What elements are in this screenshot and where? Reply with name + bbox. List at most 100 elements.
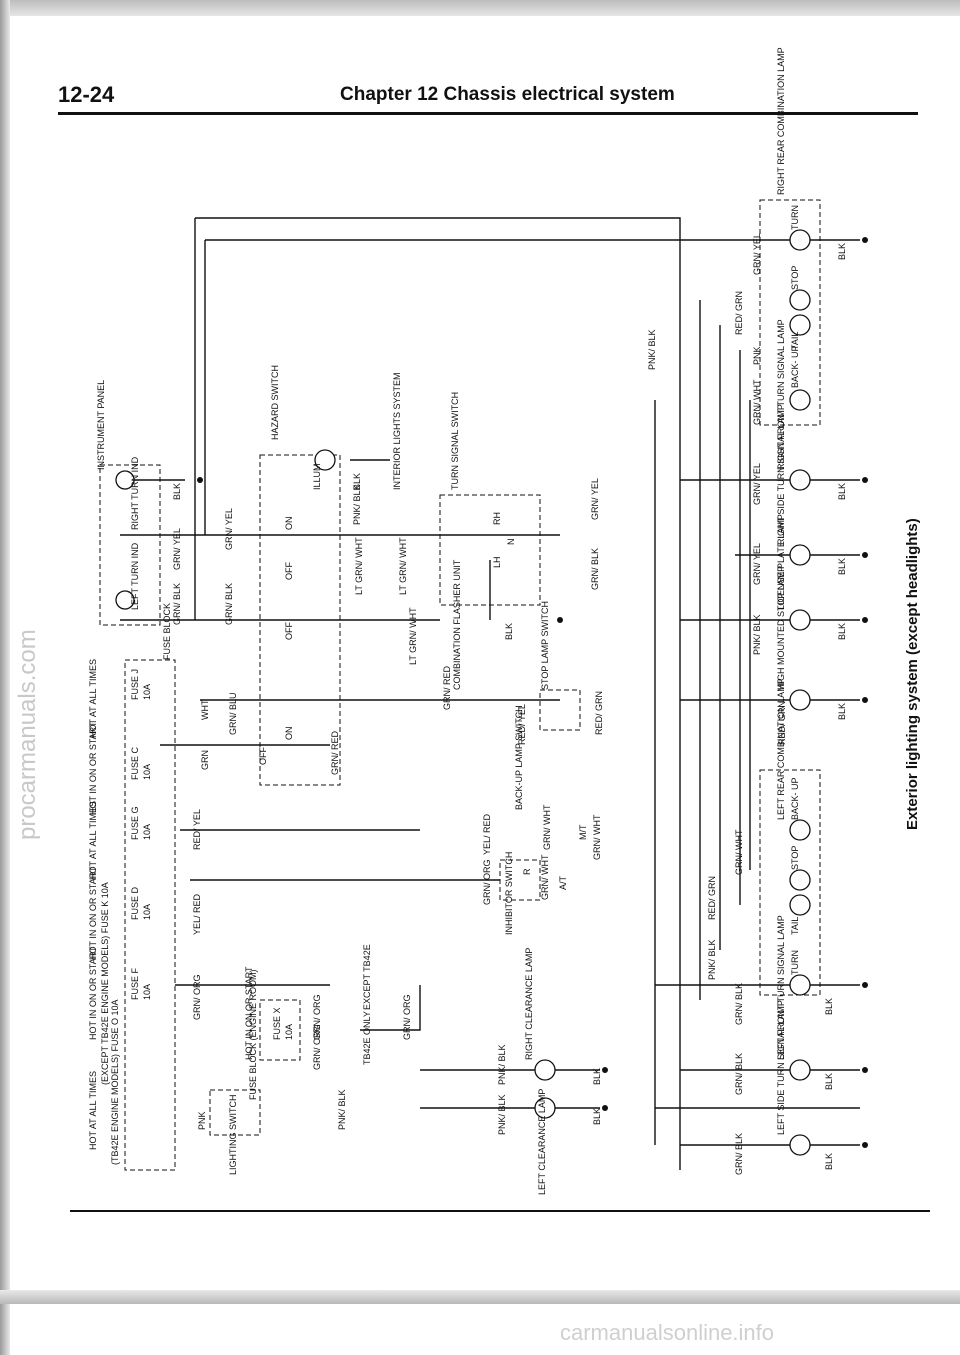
fuse-j-name: FUSE J — [130, 669, 140, 700]
wire-grn-wht-5: GRN/ WHT — [592, 814, 602, 860]
wire-red-grn-1: RED/ GRN — [734, 291, 744, 335]
wire-red-grn-4: RED/ GRN — [594, 691, 604, 735]
wire-blk-2: BLK — [837, 483, 847, 500]
wire-grn-blk-1: GRN/ BLK — [734, 983, 744, 1025]
fuse-f-rating: 10A — [142, 984, 152, 1000]
component-labels: INSTRUMENT PANEL HAZARD SWITCH INTERIOR … — [96, 47, 786, 1195]
fuse-c-name: FUSE C — [130, 746, 140, 780]
fuse-g-hot: HOT AT ALL TIMES — [88, 801, 98, 880]
hazard-on-off: OFF — [284, 562, 294, 580]
fuse-f-name: FUSE F — [130, 967, 140, 1000]
footer-rule — [70, 1210, 930, 1212]
page-number: 12-24 — [58, 82, 115, 107]
stop-lamp-switch-label: STOP LAMP SWITCH — [540, 601, 550, 690]
wire-yel-red-1: YEL/ RED — [482, 813, 492, 855]
wire-blk-6: BLK — [824, 998, 834, 1015]
fuse-labels: HOT AT ALL TIMES FUSE J 10A HOT IN ON OR… — [88, 659, 294, 1165]
wire-blk-12: BLK — [592, 1108, 602, 1125]
wire-pnk-1: PNK — [752, 346, 762, 365]
wire-grn-yel-2: GRN/ YEL — [752, 463, 762, 505]
fuse-c-rating: 10A — [142, 764, 152, 780]
right-stop-label: STOP — [790, 266, 800, 290]
wire-blk-9: BLK — [352, 473, 362, 490]
wire-grn-wht-3: GRN/ WHT — [542, 804, 552, 850]
wire-pnk-2: PNK — [197, 1111, 207, 1130]
fuse-d-name: FUSE D — [130, 886, 140, 920]
wires — [120, 217, 860, 1170]
wire-grn-yel-3: GRN/ YEL — [752, 543, 762, 585]
wire-blk-1: BLK — [837, 243, 847, 260]
wire-pnk-blk-5: PNK/ BLK — [497, 1044, 507, 1085]
lamp-part-labels: TURN STOP TAIL BACK- UP BACK- UP STOP TA… — [790, 205, 800, 975]
wire-blk-13: BLK — [172, 483, 182, 500]
wire-grn-yel-4: GRN/ YEL — [590, 478, 600, 520]
inhibitor-switch-label: INHIBITOR SWITCH — [504, 852, 514, 935]
wire-grn-red-1: GRN/ RED — [442, 665, 452, 710]
backup-mt: M/T — [578, 824, 588, 840]
fuse-k-label: (EXCEPT TB42E ENGINE MODELS) FUSE K 10A — [100, 882, 110, 1085]
wire-red-yel-2: RED/ YEL — [192, 809, 202, 850]
wire-wht-1: WHT — [200, 699, 210, 720]
backup-at: A/T — [558, 875, 568, 890]
fuse-d-rating: 10A — [142, 904, 152, 920]
except-tb42e-note: EXCEPT TB42E — [362, 944, 372, 1010]
wire-pnk-blk-3: PNK/ BLK — [707, 939, 717, 980]
left-tail-label: TAIL — [790, 917, 800, 935]
wire-grn-org-4: GRN/ ORG — [312, 1024, 322, 1070]
left-side-turn-signal-lamp-label: LEFT SIDE TURN SIGNAL LAMP — [776, 1000, 786, 1135]
wire-blk-5: BLK — [837, 703, 847, 720]
wire-grn-yel-1: GRN/ YEL — [752, 233, 762, 275]
wire-pnk-blk-4: PNK/ BLK — [352, 484, 362, 525]
right-rear-combination-lamp-label: RIGHT REAR COMBINATION LAMP — [776, 47, 786, 195]
page-header: 12-24 Chapter 12 Chassis electrical syst… — [58, 82, 918, 116]
wire-blk-4: BLK — [837, 623, 847, 640]
wire-grn-blk-5: GRN/ BLK — [172, 583, 182, 625]
interior-lights-label: INTERIOR LIGHTS SYSTEM — [392, 372, 402, 490]
fuse-block-label: FUSE BLOCK — [162, 603, 172, 660]
wire-blk-11: BLK — [592, 1068, 602, 1085]
fuse-c-hot: HOT IN ON OR START — [88, 721, 98, 815]
wire-pnk-blk-2: PNK/ BLK — [752, 614, 762, 655]
wire-red-grn-2: RED/ GRN — [777, 701, 787, 745]
fuse-g-name: FUSE G — [130, 806, 140, 840]
wire-yel-red-2: YEL/ RED — [192, 893, 202, 935]
fuse-x-rating: 10A — [284, 1024, 294, 1040]
wire-grn-blk-2: GRN/ BLK — [734, 1053, 744, 1095]
wire-blk-10: BLK — [504, 623, 514, 640]
note-labels: EXCEPT TB42E TB42E ONLY — [362, 944, 372, 1065]
left-backup-label: BACK- UP — [790, 777, 800, 820]
wire-grn-red-2: GRN/ RED — [330, 730, 340, 775]
right-backup-label: BACK- UP — [790, 345, 800, 388]
wire-grn-wht-1: GRN/ WHT — [752, 379, 762, 425]
turn-rh: RH — [492, 512, 502, 525]
hazard-on-1: ON — [284, 517, 294, 531]
wire-grn-org-5: GRN/ ORG — [402, 994, 412, 1040]
hazard-switch-label: HAZARD SWITCH — [270, 365, 280, 440]
inhibitor-r: R — [522, 868, 532, 875]
fuse-o-label: (TB42E ENGINE MODELS) FUSE O 10A — [110, 999, 120, 1165]
left-clearance-lamp-label: LEFT CLEARANCE LAMP — [537, 1089, 547, 1195]
turn-lh: LH — [492, 556, 502, 568]
wire-grn-org-2: GRN/ ORG — [192, 974, 202, 1020]
left-front-turn-signal-lamp-label: LEFT FRONT TURN SIGNAL LAMP — [776, 915, 786, 1060]
fuse-g-rating: 10A — [142, 824, 152, 840]
fuse-d-hot: HOT IN ON OR START — [88, 866, 98, 960]
wire-pnk-blk-6: PNK/ BLK — [497, 1094, 507, 1135]
wire-blk-3: BLK — [837, 558, 847, 575]
hazard-off-2: OFF — [284, 622, 294, 640]
wire-grn-blk-3: GRN/ BLK — [734, 1133, 744, 1175]
wire-blk-7: BLK — [824, 1073, 834, 1090]
tb42e-only-note: TB42E ONLY — [362, 1011, 372, 1065]
indicator-labels: RIGHT TURN IND LEFT TURN IND ILLUM — [130, 456, 322, 610]
wire-lt-grn-wht-3: LT GRN/ WHT — [408, 607, 418, 665]
wire-grn-org-3: GRN/ ORG — [312, 994, 322, 1040]
lighting-switch-label: LIGHTING SWITCH — [228, 1095, 238, 1176]
wire-grn-yel-6: GRN/ YEL — [224, 508, 234, 550]
wire-pnk-blk-7: PNK/ BLK — [337, 1089, 347, 1130]
fuse-x-hot: HOT IN ON OR START — [244, 966, 254, 1060]
hazard-on-2: ON — [284, 727, 294, 741]
left-rear-combination-lamp-label: LEFT REAR COMBINATION LAMP — [776, 678, 786, 820]
backup-lamp-switch-label: BACK-UP LAMP SWITCH — [514, 705, 524, 810]
wire-grn-yel-5: GRN/ YEL — [172, 528, 182, 570]
